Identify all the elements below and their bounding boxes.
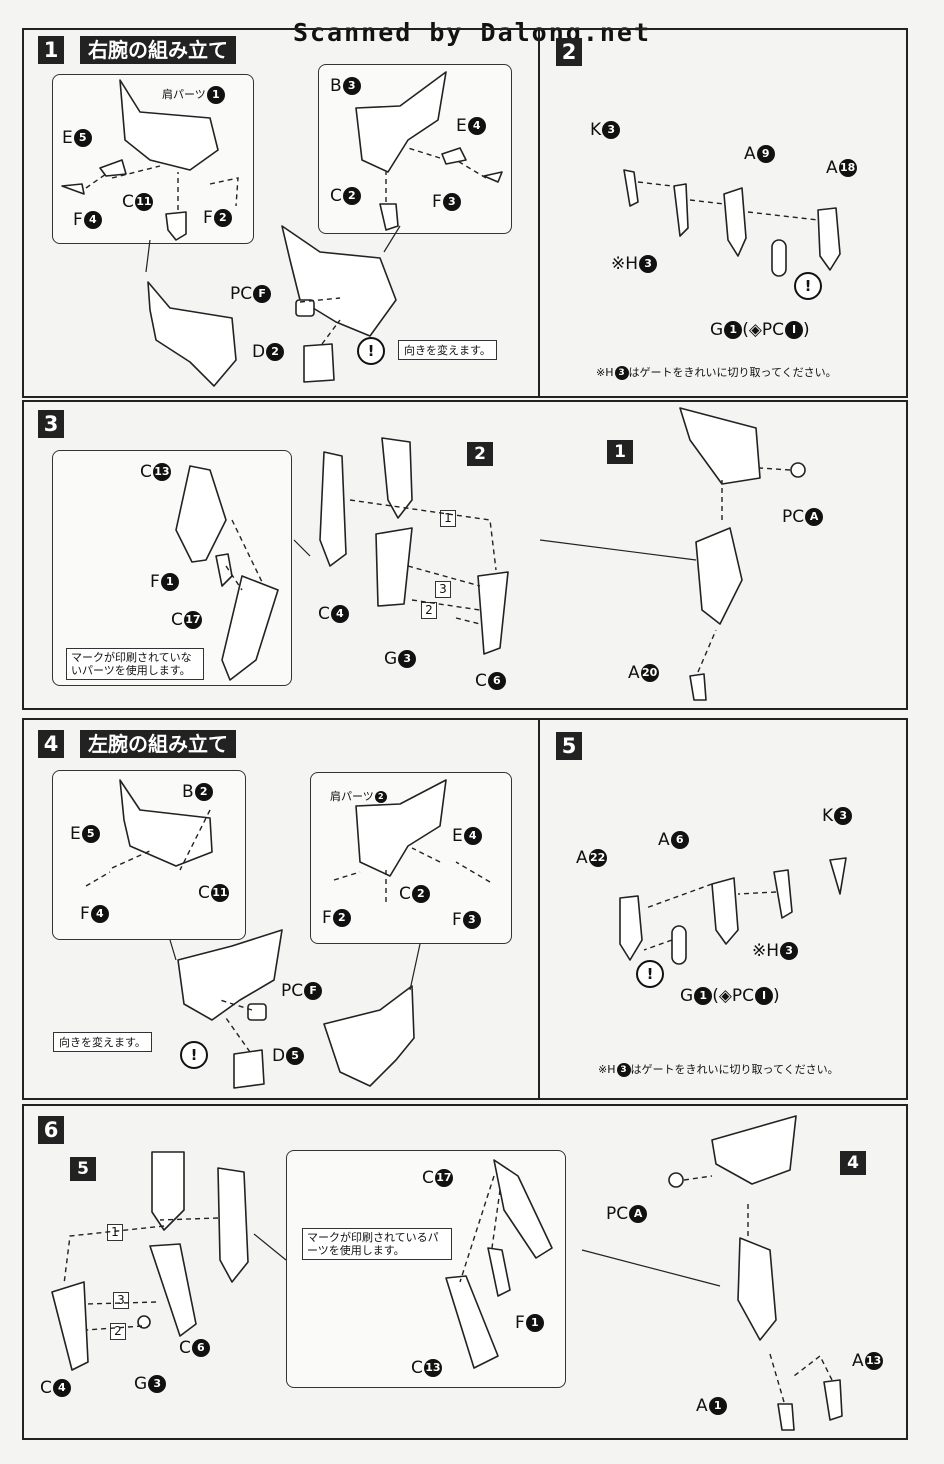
arm-shoulder-drawing: [323, 985, 415, 1087]
step-4-title: 左腕の組み立て: [80, 730, 236, 758]
step-1-title: 右腕の組み立て: [80, 36, 236, 64]
order-2: 2: [421, 602, 437, 619]
step-3-panel: [22, 400, 908, 710]
arm-shoulder-drawing: [177, 929, 283, 1021]
step-2-number: 2: [556, 38, 582, 66]
rotate-note: 向きを変えます。: [53, 1032, 152, 1052]
order-3: 3: [435, 581, 451, 598]
pc-swap-icon: ◈: [748, 320, 762, 340]
ref-step-5: 5: [70, 1157, 96, 1181]
ref-step-2: 2: [467, 442, 493, 466]
caution-mark: !: [180, 1041, 208, 1069]
pc-swap-icon: ◈: [718, 986, 732, 1006]
step-5-number: 5: [556, 732, 582, 760]
step-4-number: 4: [38, 730, 64, 758]
ref-step-1: 1: [607, 440, 633, 464]
arm-shoulder-drawing: [281, 225, 397, 337]
step-2-panel: [538, 28, 908, 398]
marked-parts-note: マークが印刷されているパーツを使用します。: [302, 1228, 452, 1260]
order-3: 3: [113, 1292, 129, 1309]
shoulder-part-drawing: [355, 779, 447, 877]
caution-mark: !: [794, 272, 822, 300]
step-6-panel: [22, 1104, 908, 1440]
shoulder-part-drawing: [355, 71, 447, 173]
ref-step-4: 4: [840, 1151, 866, 1175]
caution-mark: !: [357, 337, 385, 365]
rotate-note: 向きを変えます。: [398, 340, 497, 360]
step-3-number: 3: [38, 410, 64, 438]
arm-shoulder-drawing: [147, 281, 237, 387]
shoulder-part-drawing: [119, 779, 213, 867]
step-5-panel: [538, 718, 908, 1100]
shoulder-part-drawing: [119, 79, 219, 171]
unmarked-parts-note: マークが印刷されていないパーツを使用します。: [66, 648, 204, 680]
caution-mark: !: [636, 960, 664, 988]
scanner-watermark: Scanned by Dalong.net: [292, 18, 652, 47]
step-1-number: 1: [38, 36, 64, 64]
step-6-number: 6: [38, 1116, 64, 1144]
